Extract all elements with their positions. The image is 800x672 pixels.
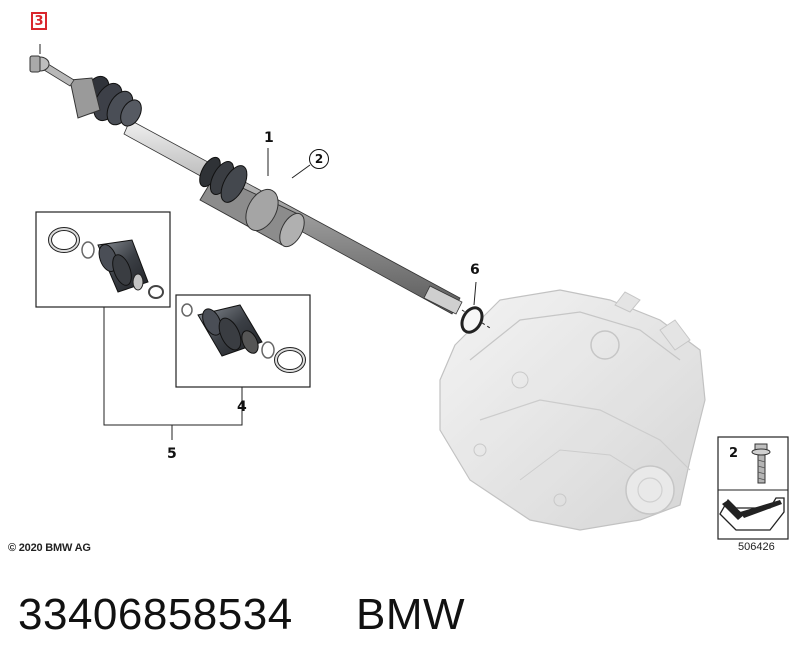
legend-box [717, 436, 789, 540]
direction-arrow-icon [719, 497, 785, 531]
legend-callout-2[interactable]: 2 [729, 446, 739, 461]
parts-diagram [29, 44, 789, 540]
drive-shaft [43, 63, 491, 329]
inner-boot [199, 156, 248, 203]
flange-bolt [29, 44, 50, 73]
kit-bracket-lines [103, 307, 243, 440]
gearbox-housing [439, 289, 706, 531]
brand-name: BMW [356, 590, 466, 639]
callout-4[interactable]: 4 [237, 399, 247, 415]
part-number: 33406858534 [18, 590, 293, 639]
callout-1[interactable]: 1 [264, 130, 274, 146]
boot-kit-box [35, 211, 171, 308]
callout-3-boxed[interactable]: 3 [31, 12, 47, 30]
leader-line-2 [291, 164, 311, 179]
shaft-seal [460, 281, 484, 334]
drawing-number: 506426 [738, 541, 775, 553]
bolt-icon [751, 443, 771, 484]
callout-2[interactable]: 2 [309, 149, 329, 169]
outer-kit-box [175, 294, 311, 388]
callout-5[interactable]: 5 [167, 446, 177, 462]
callout-6[interactable]: 6 [470, 262, 480, 278]
copyright-notice: © 2020 BMW AG [8, 542, 91, 554]
